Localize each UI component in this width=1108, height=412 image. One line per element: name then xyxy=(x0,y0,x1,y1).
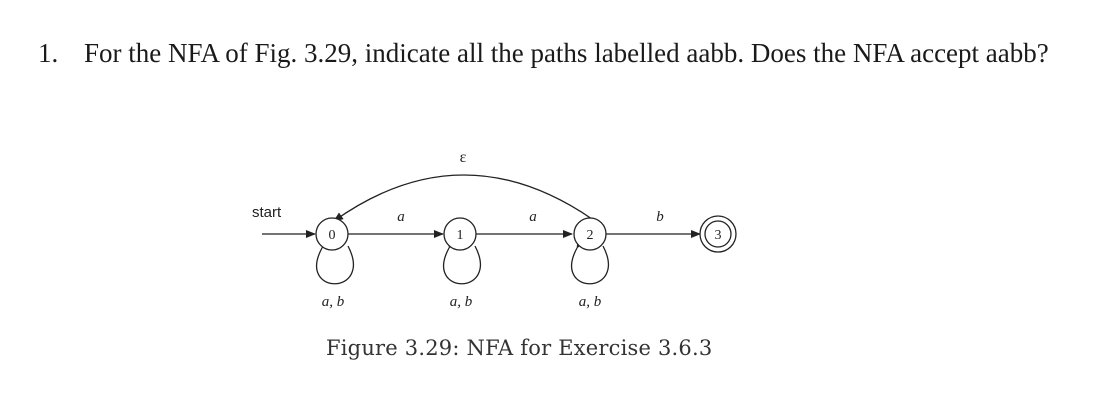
state-2: 2 xyxy=(573,217,607,251)
self-loop-1 xyxy=(442,238,482,285)
exercise-question: 1. For the NFA of Fig. 3.29, indicate al… xyxy=(38,34,1078,72)
label-loop-2: a, b xyxy=(579,294,602,310)
question-number: 1. xyxy=(38,38,59,68)
self-loop-0 xyxy=(315,238,355,285)
label-0-to-1: a xyxy=(397,209,405,225)
state-2-label: 2 xyxy=(587,228,594,243)
state-1-label: 1 xyxy=(457,228,464,243)
label-loop-0: a, b xyxy=(322,294,345,310)
self-loop-2 xyxy=(570,238,610,285)
figure-caption: Figure 3.29: NFA for Exercise 3.6.3 xyxy=(326,336,713,360)
state-3-label: 3 xyxy=(715,228,722,243)
state-0: 0 xyxy=(315,217,349,251)
label-1-to-2: a xyxy=(529,209,537,225)
label-2-to-3: b xyxy=(656,209,664,225)
transition-2-to-0-epsilon xyxy=(333,174,593,222)
start-label: start xyxy=(252,204,282,221)
label-loop-1: a, b xyxy=(450,294,473,310)
state-0-label: 0 xyxy=(329,228,336,243)
state-3-accepting: 3 xyxy=(699,215,737,253)
question-text: For the NFA of Fig. 3.29, indicate all t… xyxy=(84,38,1049,68)
state-1: 1 xyxy=(443,217,477,251)
label-epsilon: ε xyxy=(460,149,467,166)
